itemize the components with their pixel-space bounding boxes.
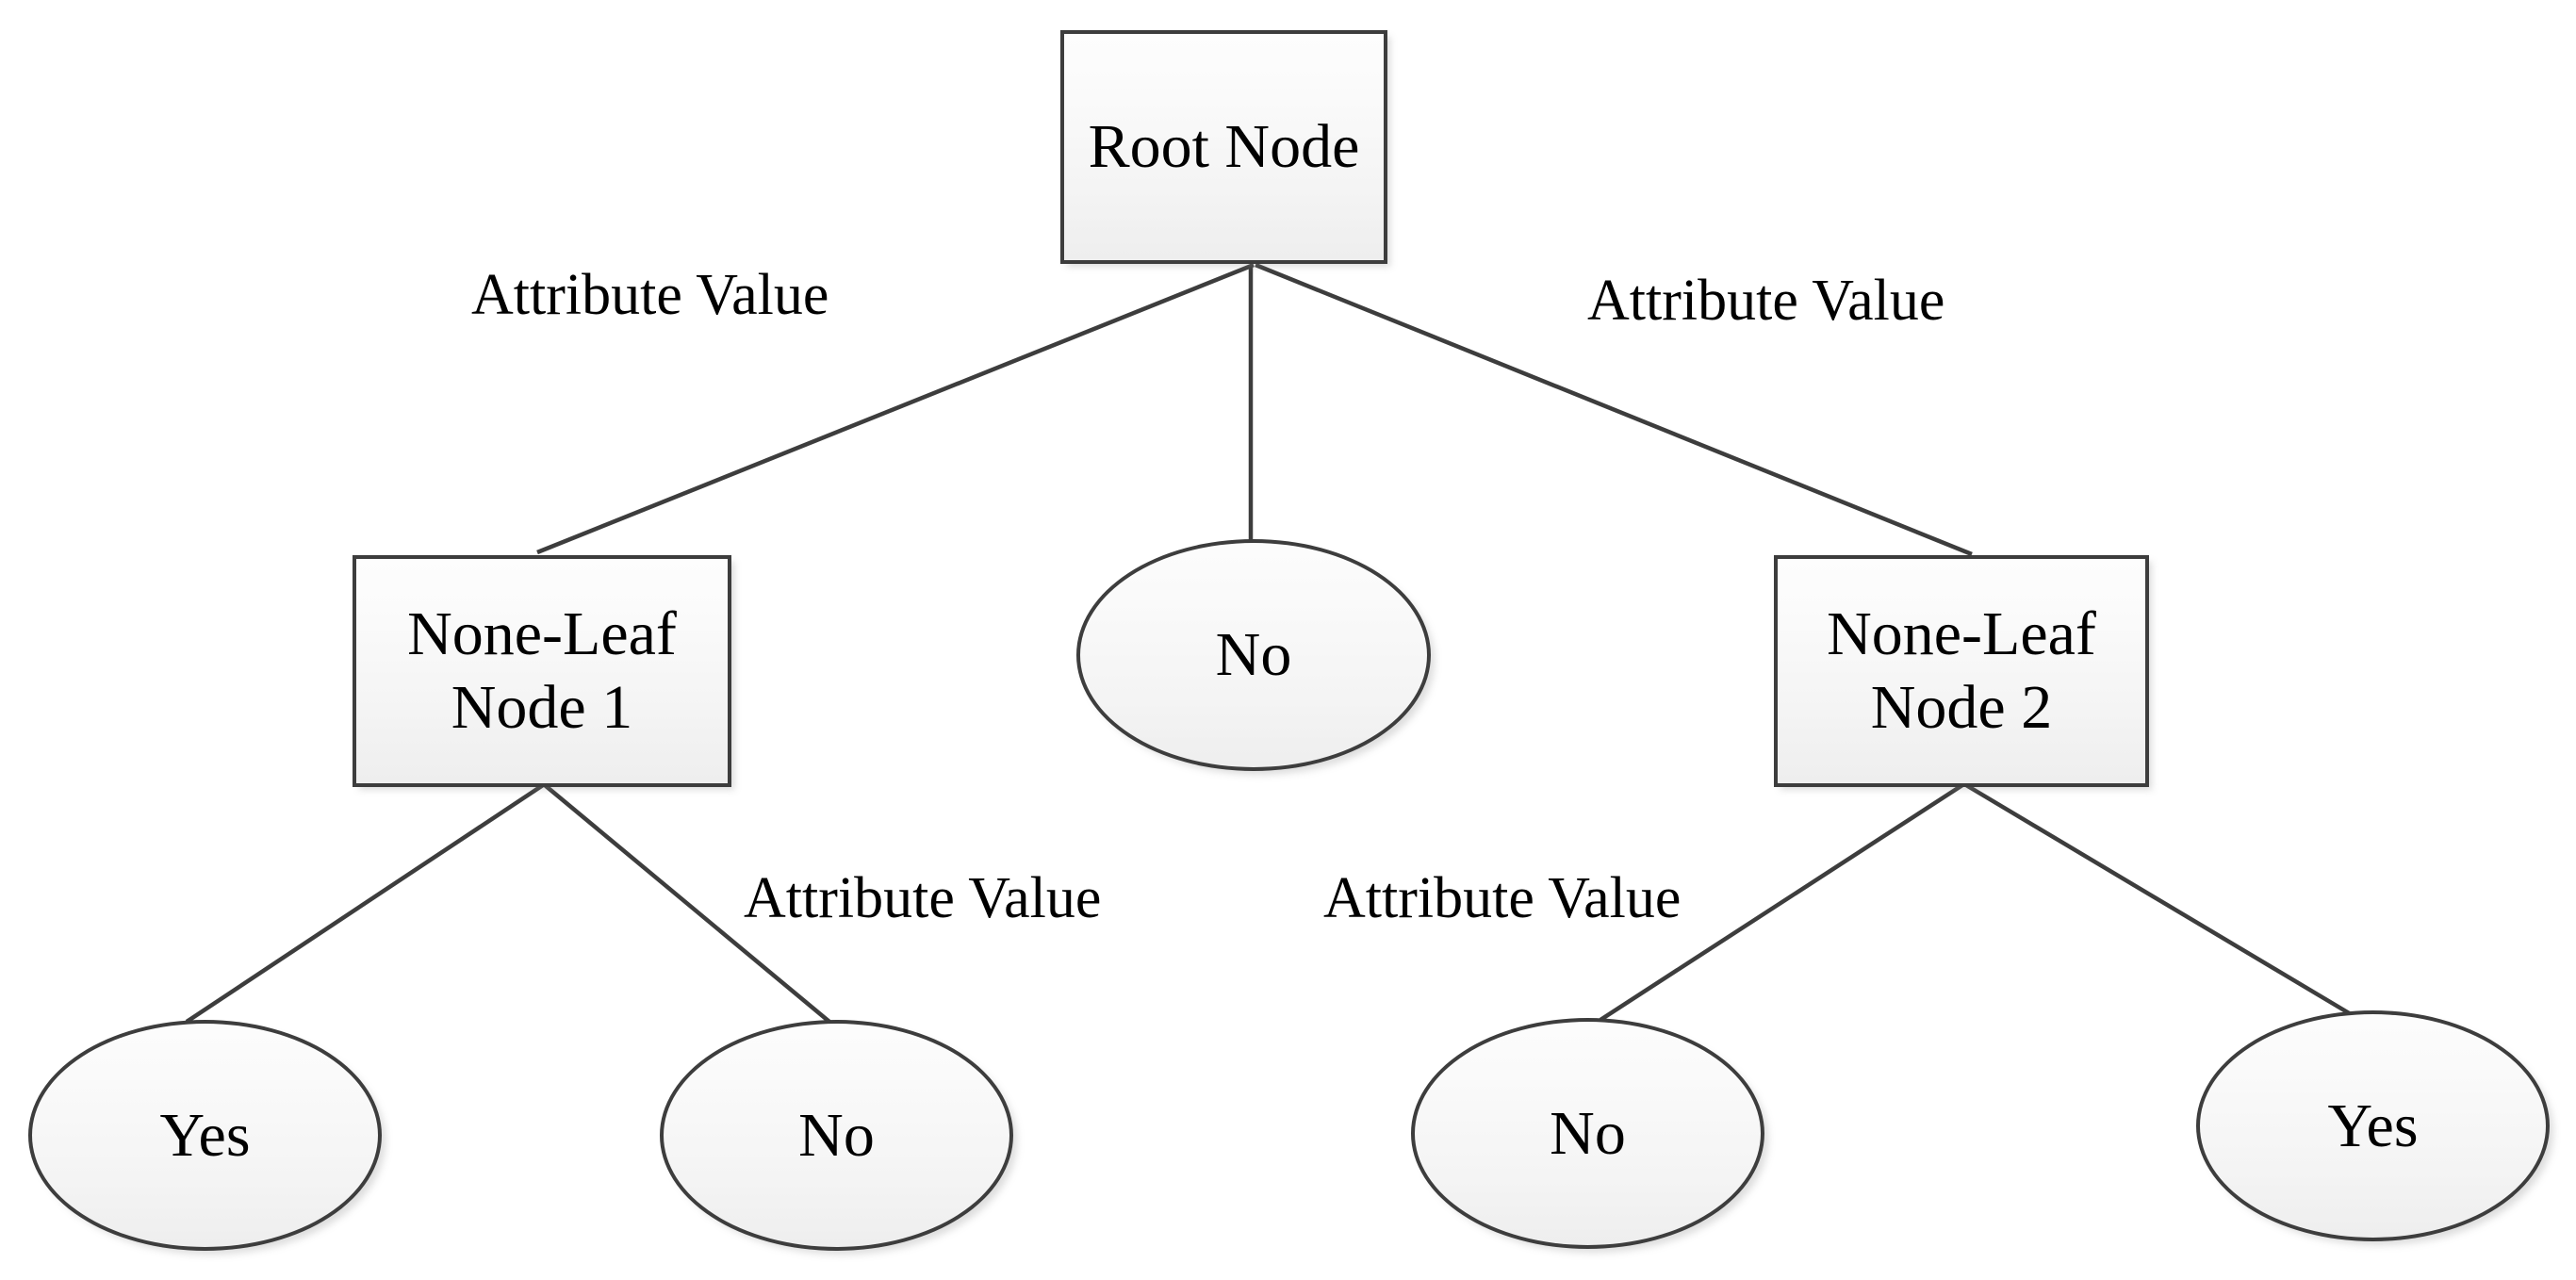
tree-node-leaf_yes_2[interactable]: Yes [2196, 1010, 2550, 1241]
edge-label-label-nonleaf2: Attribute Value [1323, 866, 1682, 930]
tree-node-leaf_no_2[interactable]: No [1411, 1018, 1764, 1249]
tree-edge-root-to-nonleaf2 [1255, 262, 1973, 557]
tree-node-label: None-Leaf Node 2 [1827, 599, 2096, 742]
tree-node-label: No [1550, 1098, 1626, 1168]
tree-node-label: No [798, 1100, 875, 1170]
tree-node-root[interactable]: Root Node [1060, 30, 1387, 264]
tree-node-nonleaf2[interactable]: None-Leaf Node 2 [1774, 555, 2149, 787]
tree-edge-root-to-nonleaf1 [536, 262, 1255, 555]
tree-node-label: No [1215, 620, 1292, 690]
tree-node-label: Yes [159, 1100, 251, 1170]
tree-node-leaf_yes_1[interactable]: Yes [28, 1020, 382, 1251]
tree-node-label: None-Leaf Node 1 [407, 599, 677, 742]
tree-edge-nonleaf1-to-leaf_no_1 [543, 783, 831, 1024]
edge-label-label-nonleaf1: Attribute Value [744, 866, 1102, 930]
edge-label-label-root-left: Attribute Value [471, 263, 829, 327]
tree-node-nonleaf1[interactable]: None-Leaf Node 1 [353, 555, 731, 787]
tree-node-label: Root Node [1088, 112, 1360, 182]
edge-label-label-root-right: Attribute Value [1587, 269, 1945, 333]
tree-edge-nonleaf2-to-leaf_no_2 [1599, 783, 1964, 1022]
tree-node-mid_no[interactable]: No [1076, 539, 1431, 771]
tree-edge-nonleaf1-to-leaf_yes_1 [185, 783, 545, 1024]
tree-edge-nonleaf2-to-leaf_yes_2 [1964, 783, 2353, 1016]
tree-node-leaf_no_1[interactable]: No [660, 1020, 1013, 1251]
tree-node-label: Yes [2327, 1091, 2419, 1160]
